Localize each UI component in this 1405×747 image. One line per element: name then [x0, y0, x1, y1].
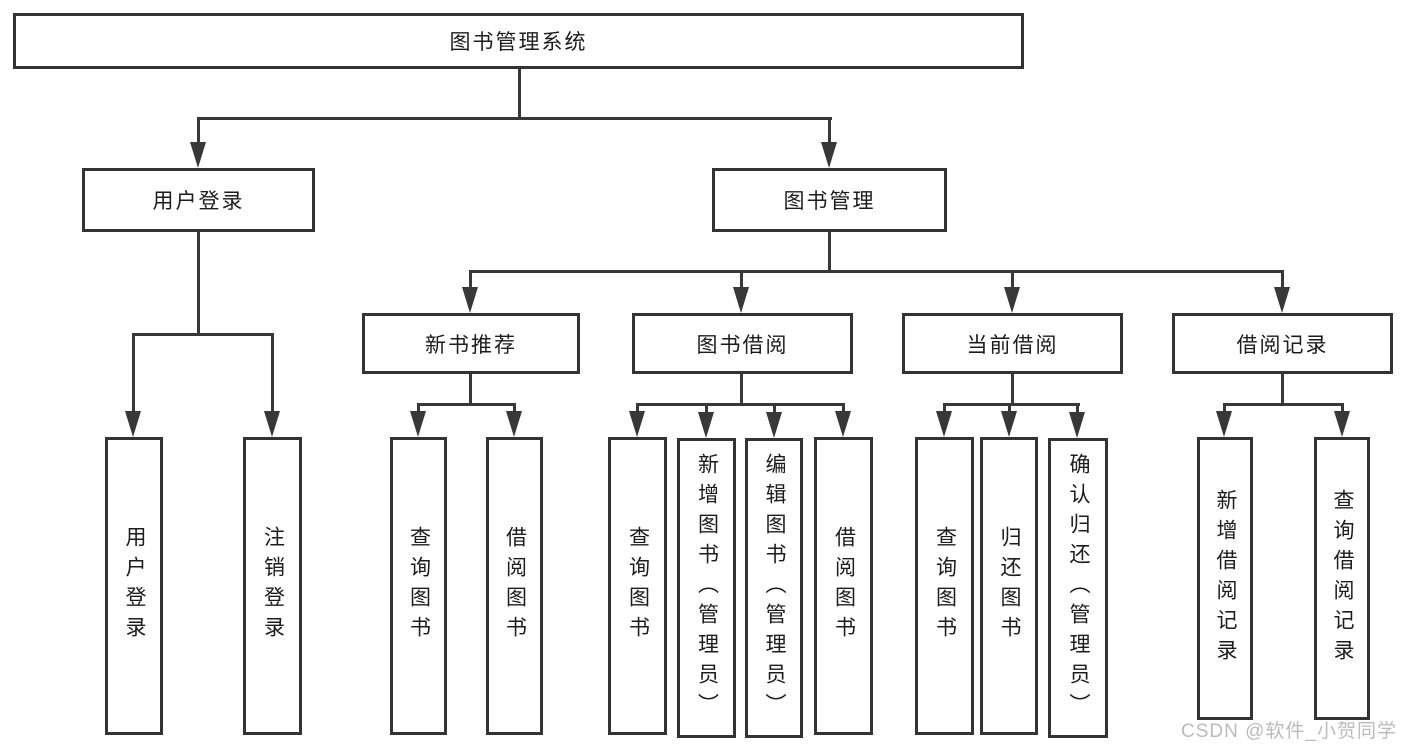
leaf-add-borrow-record: 新增借阅记录	[1197, 437, 1253, 720]
connector-line	[773, 403, 776, 416]
connector-line	[417, 403, 516, 406]
leaf-confirm-return-admin: 确认归还（管理员）	[1048, 438, 1108, 738]
arrow-down-icon	[1069, 412, 1085, 438]
arrow-down-icon	[821, 142, 837, 168]
leaf-logout: 注销登录	[243, 437, 302, 735]
connector-line	[417, 403, 420, 416]
leaf-borrow-books: 借阅图书	[814, 437, 873, 735]
connector-line	[1341, 403, 1344, 416]
arrow-down-icon	[766, 412, 782, 438]
connector-line	[132, 333, 135, 415]
connector-line	[842, 403, 845, 416]
connector-line	[1011, 374, 1014, 406]
node-label: 图书借阅	[696, 333, 789, 357]
node-label: 查询图书	[626, 526, 650, 646]
connector-line	[469, 270, 1283, 273]
connector-line	[1011, 270, 1014, 291]
node-label: 新增借阅记录	[1214, 488, 1237, 669]
node-label: 新增图书（管理员）	[695, 453, 719, 723]
leaf-query-books-borrowing: 查询图书	[608, 437, 667, 735]
arrow-down-icon	[698, 412, 714, 438]
node-label: 图书管理	[783, 190, 876, 213]
arrow-down-icon	[733, 287, 749, 313]
arrow-down-icon	[506, 411, 522, 437]
connector-line	[828, 232, 831, 273]
arrow-down-icon	[1334, 411, 1350, 437]
connector-line	[518, 69, 521, 119]
node-book-borrowing: 图书借阅	[632, 313, 853, 374]
arrow-down-icon	[936, 411, 952, 437]
arrow-down-icon	[462, 287, 478, 313]
arrow-down-icon	[190, 142, 206, 168]
node-label: 当前借阅	[966, 333, 1059, 357]
node-label: 借阅记录	[1236, 333, 1329, 357]
connector-line	[740, 270, 743, 291]
arrow-down-icon	[835, 411, 851, 437]
arrow-down-icon	[629, 411, 645, 437]
connector-line	[197, 117, 832, 120]
connector-line	[1076, 403, 1079, 416]
leaf-query-borrow-record: 查询借阅记录	[1314, 437, 1370, 720]
arrow-down-icon	[1001, 411, 1017, 437]
node-label: 新书推荐	[425, 333, 517, 357]
connector-line	[513, 403, 516, 416]
node-current-borrowing: 当前借阅	[902, 313, 1123, 374]
connector-line	[943, 403, 946, 416]
arrow-down-icon	[1216, 411, 1232, 437]
node-label: 查询图书	[933, 526, 957, 646]
leaf-return-books: 归还图书	[980, 437, 1038, 735]
connector-line	[705, 403, 708, 416]
node-label: 用户登录	[152, 190, 245, 213]
connector-line	[1281, 270, 1284, 291]
connector-line	[271, 333, 274, 415]
connector-line	[636, 403, 845, 406]
csdn-watermark: CSDN @软件_小贺同学	[1181, 721, 1397, 742]
node-new-book-recommend: 新书推荐	[362, 313, 580, 374]
arrow-down-icon	[125, 411, 141, 437]
connector-line	[828, 117, 831, 147]
node-label: 用户登录	[123, 526, 146, 646]
node-label: 查询图书	[407, 526, 431, 646]
node-label: 查询借阅记录	[1331, 488, 1354, 669]
node-label: 确认归还（管理员）	[1067, 453, 1090, 723]
arrow-down-icon	[1274, 287, 1290, 313]
leaf-query-books-recommend: 查询图书	[390, 437, 447, 735]
connector-line	[1223, 403, 1226, 416]
node-borrowing-records: 借阅记录	[1172, 313, 1393, 374]
node-root: 图书管理系统	[13, 13, 1024, 69]
connector-line	[469, 270, 472, 291]
node-label: 借阅图书	[832, 526, 856, 646]
node-label: 图书管理系统	[449, 31, 588, 54]
leaf-user-login: 用户登录	[105, 437, 163, 735]
connector-line	[197, 117, 200, 147]
connector-line	[1223, 403, 1343, 406]
connector-line	[636, 403, 639, 416]
node-label: 借阅图书	[503, 526, 527, 646]
node-user-login: 用户登录	[82, 168, 315, 232]
node-label: 注销登录	[261, 526, 285, 646]
leaf-query-books-current: 查询图书	[915, 437, 974, 735]
connector-line	[740, 374, 743, 406]
node-label: 编辑图书（管理员）	[763, 453, 786, 723]
arrow-down-icon	[1004, 287, 1020, 313]
arrow-down-icon	[264, 411, 280, 437]
connector-line	[469, 374, 472, 406]
connector-line	[943, 403, 1080, 406]
leaf-borrow-books-recommend: 借阅图书	[486, 437, 543, 735]
connector-line	[1008, 403, 1011, 416]
node-label: 归还图书	[998, 526, 1021, 646]
connector-line	[197, 232, 200, 336]
arrow-down-icon	[410, 411, 426, 437]
leaf-edit-books-admin: 编辑图书（管理员）	[745, 438, 803, 738]
connector-line	[1281, 374, 1284, 406]
leaf-add-books-admin: 新增图书（管理员）	[677, 438, 736, 738]
node-book-management: 图书管理	[712, 168, 947, 232]
connector-line	[132, 333, 274, 336]
